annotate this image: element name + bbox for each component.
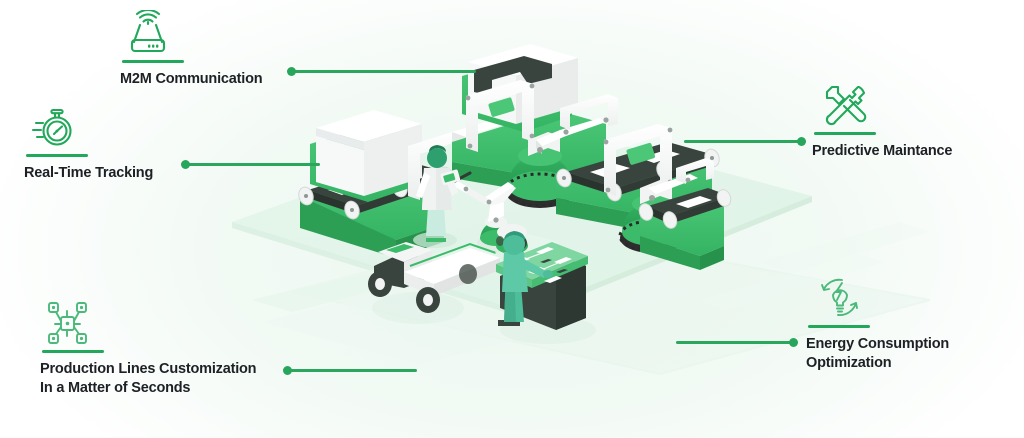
wrench-screwdriver-icon	[825, 85, 867, 126]
connector-line-production	[285, 369, 417, 372]
agv-cart	[368, 242, 500, 324]
connector-line-realtime	[183, 163, 320, 166]
connector-line-predictive	[684, 140, 802, 143]
feature-label-realtime[interactable]: Real-Time Tracking	[24, 104, 153, 183]
energy-bulb-recycle-icon	[821, 278, 858, 316]
feature-label-predictive[interactable]: Predictive Maintance	[812, 82, 952, 161]
connector-line-energy	[676, 341, 794, 344]
feature-label-energy[interactable]: Energy Consumption Optimization	[806, 275, 949, 373]
stopwatch-icon	[31, 108, 72, 146]
feature-title-m2m: M2M Communication	[120, 71, 263, 87]
conveyor-right	[638, 188, 732, 270]
label-accent-rule	[814, 132, 876, 135]
label-accent-rule	[26, 154, 88, 157]
worker-lab-coat	[413, 145, 461, 248]
label-accent-rule	[122, 60, 184, 63]
feature-label-production[interactable]: Production Lines Customization In a Matt…	[40, 300, 257, 398]
label-accent-rule	[808, 325, 870, 328]
connector-dot-m2m	[287, 67, 296, 76]
control-console	[496, 231, 596, 344]
feature-label-m2m[interactable]: M2M Communication	[120, 10, 263, 89]
feature-title-production: Production Lines Customization In a Matt…	[40, 361, 257, 397]
wifi-router-icon	[130, 10, 166, 53]
connector-dot-energy	[789, 338, 798, 347]
feature-title-energy: Energy Consumption Optimization	[806, 336, 950, 372]
feature-title-realtime: Real-Time Tracking	[24, 165, 154, 181]
connector-dot-production	[283, 366, 292, 375]
feature-title-predictive: Predictive Maintance	[812, 143, 953, 159]
connector-dot-realtime	[181, 160, 190, 169]
label-accent-rule	[42, 350, 104, 353]
connector-line-m2m	[290, 70, 476, 73]
connector-dot-predictive	[797, 137, 806, 146]
network-nodes-icon	[48, 302, 87, 344]
